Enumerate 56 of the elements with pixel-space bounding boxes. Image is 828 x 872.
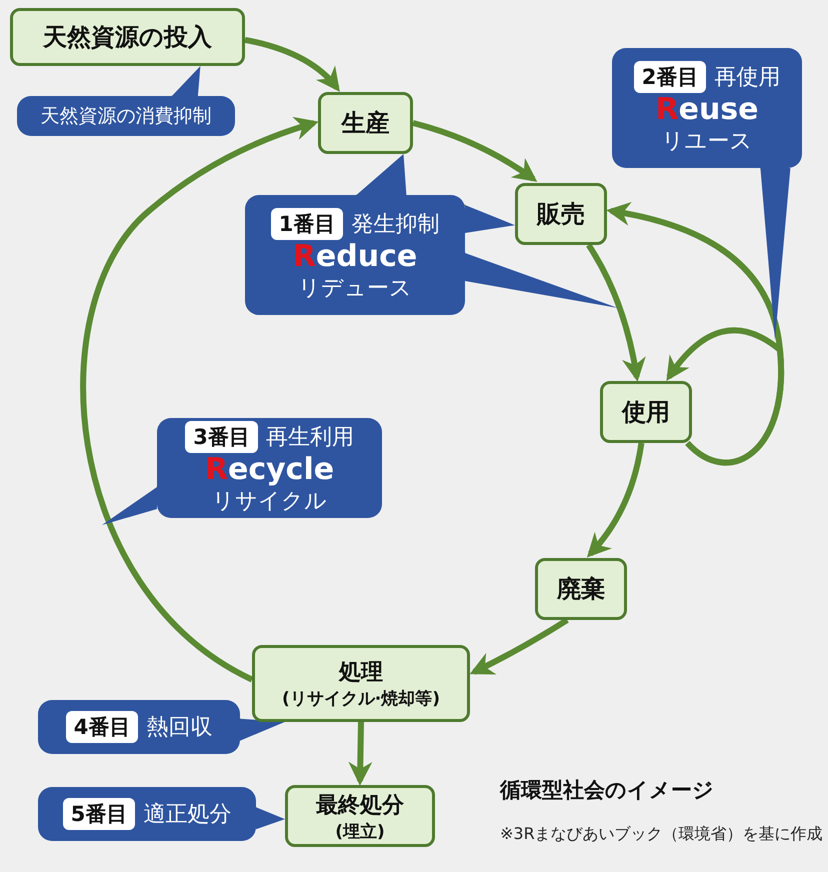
arrow — [666, 327, 784, 466]
arrow — [587, 442, 644, 558]
keyword: Reuse — [655, 92, 759, 126]
bubble-text: 天然資源の消費抑制 — [40, 104, 212, 129]
process-box — [285, 785, 435, 847]
process-box — [515, 183, 607, 245]
speech-bubble-tail — [463, 252, 618, 308]
arrow — [412, 120, 538, 182]
speech-bubble-tail — [254, 806, 285, 830]
process-label: 販売 — [537, 199, 585, 230]
speech-bubble-tail — [102, 486, 159, 525]
process-box — [535, 558, 627, 620]
speech-bubble-tail — [171, 66, 200, 98]
keyword: Reduce — [292, 240, 418, 272]
keyword: Recycle — [204, 452, 334, 486]
arrow — [348, 722, 372, 786]
speech-bubble — [38, 787, 256, 841]
arrow — [586, 243, 646, 382]
process-label: 廃棄 — [557, 574, 605, 605]
bubble-text: 発生抑制 — [351, 210, 440, 238]
process-label: 最終処分 — [316, 792, 404, 820]
process-label: 天然資源の投入 — [43, 22, 212, 53]
rank-badge: 1番目 — [270, 208, 344, 240]
arrow — [244, 36, 340, 92]
speech-bubble — [157, 418, 382, 518]
bubble-text: 適正処分 — [143, 801, 232, 829]
rank-badge: 2番目 — [634, 60, 706, 92]
process-box — [10, 8, 245, 66]
rank-badge: 5番目 — [62, 798, 136, 830]
speech-bubble-tail — [760, 166, 790, 340]
katakana-reading: リユース — [662, 128, 752, 156]
rank-badge: 3番目 — [185, 420, 258, 452]
katakana-reading: リデュース — [298, 274, 412, 302]
speech-bubble-tail — [238, 718, 285, 741]
process-note: (リサイクル·焼却等) — [282, 688, 440, 710]
arrow — [80, 117, 319, 682]
speech-bubble — [245, 195, 465, 315]
speech-bubble-tail — [356, 154, 406, 197]
process-note: (埋立) — [335, 820, 385, 842]
process-label: 生産 — [342, 108, 390, 139]
katakana-reading: リサイクル — [212, 488, 327, 516]
process-box — [600, 381, 692, 443]
process-label: 使用 — [622, 397, 670, 428]
process-label: 処理 — [339, 659, 383, 687]
speech-bubble — [612, 48, 802, 168]
speech-bubble — [38, 700, 240, 754]
source-note: ※3Rまなびあいブック（環境省）を基に作成 — [500, 823, 824, 845]
speech-bubble-tail — [463, 204, 515, 233]
bubble-text: 再生利用 — [266, 424, 354, 452]
bubble-text: 熱回収 — [146, 714, 212, 742]
process-box — [252, 645, 470, 722]
arrow — [470, 617, 569, 675]
process-box — [318, 92, 413, 154]
title: 循環型社会のイメージ — [500, 777, 714, 804]
bubble-text: 再使用 — [714, 64, 780, 92]
rank-badge: 4番目 — [66, 711, 138, 743]
